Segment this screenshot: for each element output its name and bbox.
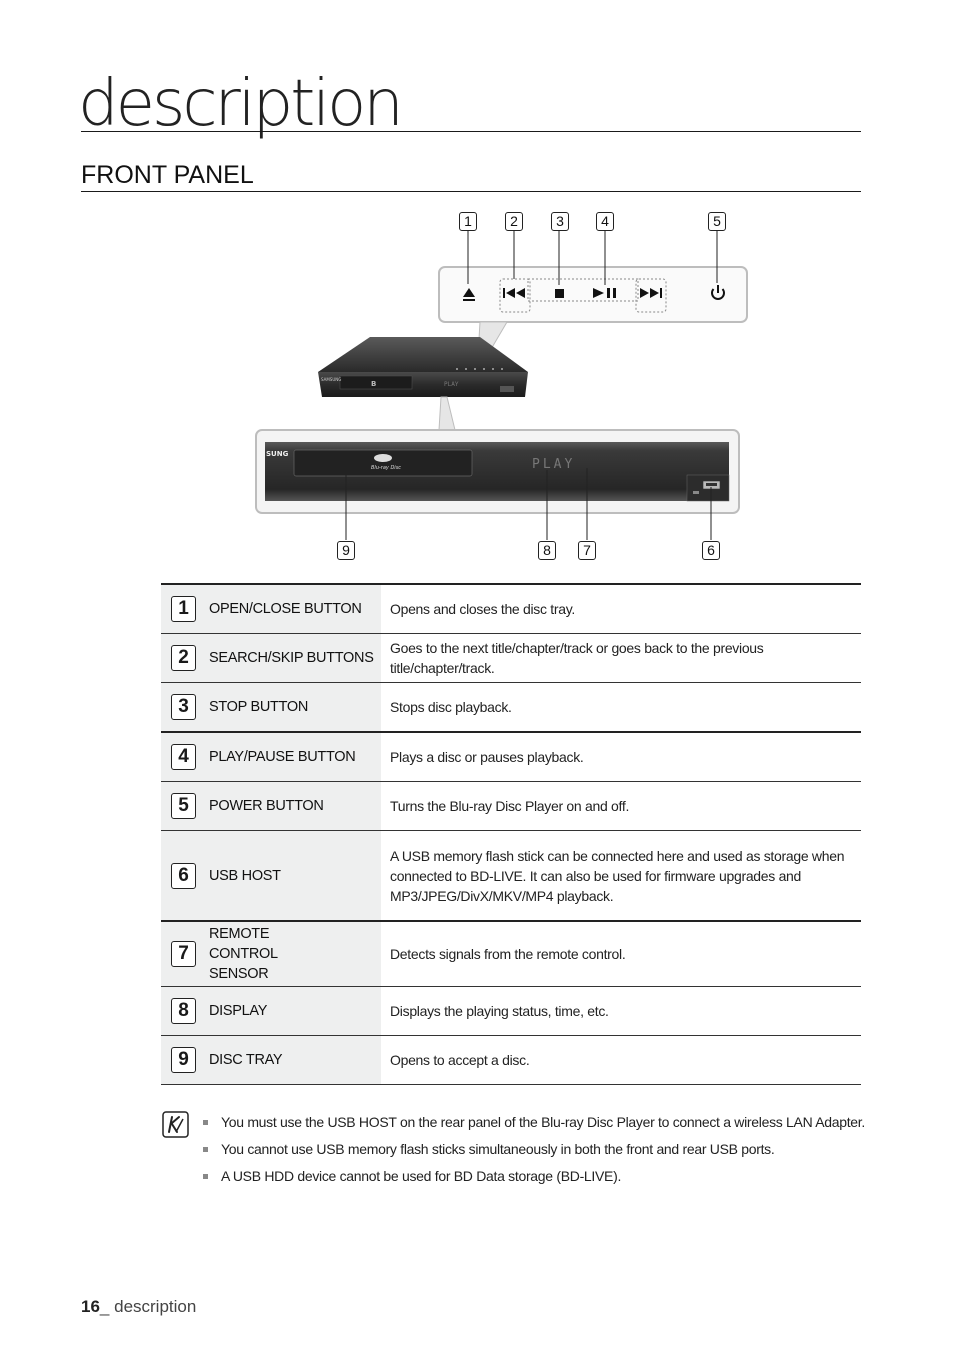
- table-row: 9 DISC TRAY Opens to accept a disc.: [161, 1036, 861, 1085]
- table-cell-name: 5 POWER BUTTON: [161, 782, 381, 830]
- bullet: [203, 1173, 208, 1179]
- item-name: SEARCH/SKIP BUTTONS: [209, 650, 374, 666]
- notes-list: You must use the USB HOST on the rear pa…: [203, 1108, 865, 1189]
- table-row: 3 STOP BUTTON Stops disc playback.: [161, 683, 861, 733]
- eject-icon: [463, 288, 475, 301]
- item-description: Displays the playing status, time, etc.: [390, 1003, 609, 1019]
- table-row: 4 PLAY/PAUSE BUTTON Plays a disc or paus…: [161, 733, 861, 782]
- item-description: Stops disc playback.: [390, 699, 512, 715]
- bullet: [203, 1146, 208, 1152]
- chapter-title-rule: [81, 131, 861, 132]
- note-text: A USB HDD device cannot be used for BD D…: [221, 1167, 622, 1184]
- footer-section: description: [114, 1297, 197, 1316]
- item-name: DISPLAY: [209, 1003, 268, 1019]
- callout-6: 6: [702, 541, 720, 560]
- table-row: 7 REMOTE CONTROL SENSOR Detects signals …: [161, 922, 861, 987]
- front-panel-illustration: B PLAY SAMSUNG Blu-ray Disc SUNG PLAY: [255, 230, 748, 540]
- item-description: A USB memory flash stick can be connecte…: [390, 847, 845, 904]
- stop-icon: [555, 289, 564, 298]
- table-cell-name: 3 STOP BUTTON: [161, 683, 381, 731]
- callout-2: 2: [505, 212, 523, 231]
- page-footer: 16_ description: [81, 1297, 196, 1317]
- disc-tray-slot: [293, 449, 473, 477]
- table-row: 2 SEARCH/SKIP BUTTONS Goes to the next t…: [161, 634, 861, 683]
- callout-9: 9: [337, 541, 355, 560]
- row-number: 1: [171, 596, 196, 622]
- table-row: 6 USB HOST A USB memory flash stick can …: [161, 831, 861, 922]
- chapter-title: description: [78, 67, 404, 141]
- item-name: REMOTE CONTROL SENSOR: [209, 926, 278, 982]
- item-description: Opens to accept a disc.: [390, 1052, 530, 1068]
- table-cell-name: 9 DISC TRAY: [161, 1036, 381, 1084]
- row-number: 8: [171, 998, 196, 1024]
- play-pause-icon: [593, 288, 616, 298]
- svg-text:B: B: [371, 380, 376, 388]
- row-number: 3: [171, 694, 196, 720]
- brand-text: SUNG: [266, 450, 289, 458]
- note-item: You must use the USB HOST on the rear pa…: [203, 1108, 865, 1135]
- svg-text:PLAY: PLAY: [444, 381, 459, 388]
- table-row: 8 DISPLAY Displays the playing status, t…: [161, 987, 861, 1036]
- bullet: [203, 1119, 208, 1125]
- note-icon: [162, 1111, 189, 1138]
- item-name: PLAY/PAUSE BUTTON: [209, 749, 356, 765]
- table-cell-name: 2 SEARCH/SKIP BUTTONS: [161, 634, 381, 682]
- callout-8: 8: [538, 541, 556, 560]
- table-cell-name: 7 REMOTE CONTROL SENSOR: [161, 922, 381, 986]
- section-title: FRONT PANEL: [81, 161, 254, 189]
- table-row: 1 OPEN/CLOSE BUTTON Opens and closes the…: [161, 583, 861, 634]
- note-text: You cannot use USB memory flash sticks s…: [221, 1140, 775, 1157]
- callout-4: 4: [596, 212, 614, 231]
- item-name: OPEN/CLOSE BUTTON: [209, 601, 362, 617]
- svg-text:SAMSUNG: SAMSUNG: [321, 377, 341, 382]
- table-cell-name: 6 USB HOST: [161, 831, 381, 920]
- row-number: 4: [171, 744, 196, 770]
- row-number: 2: [171, 645, 196, 671]
- player-illustration: B PLAY SAMSUNG: [318, 337, 528, 397]
- power-icon: [711, 285, 725, 300]
- item-description: Plays a disc or pauses playback.: [390, 749, 584, 765]
- note-text: You must use the USB HOST on the rear pa…: [221, 1113, 865, 1130]
- item-name: POWER BUTTON: [209, 798, 324, 814]
- item-name: STOP BUTTON: [209, 699, 309, 715]
- section-title-rule: [81, 191, 861, 192]
- item-description: Turns the Blu-ray Disc Player on and off…: [390, 798, 630, 814]
- note-item: You cannot use USB memory flash sticks s…: [203, 1135, 865, 1162]
- page-number: 16: [81, 1297, 100, 1316]
- parts-table: 1 OPEN/CLOSE BUTTON Opens and closes the…: [161, 583, 861, 1085]
- row-number: 5: [171, 793, 196, 819]
- row-number: 7: [171, 941, 196, 967]
- skip-forward-icon: [640, 288, 662, 298]
- callout-7: 7: [578, 541, 596, 560]
- bluray-logo-icon: Blu-ray Disc: [371, 454, 401, 471]
- row-number: 9: [171, 1047, 196, 1073]
- item-description: Goes to the next title/chapter/track or …: [390, 640, 764, 676]
- note-item: A USB HDD device cannot be used for BD D…: [203, 1162, 865, 1189]
- svg-text:Blu-ray Disc: Blu-ray Disc: [371, 465, 401, 471]
- footer-separator: _: [99, 1297, 115, 1316]
- row-number: 6: [171, 862, 196, 889]
- table-cell-name: 1 OPEN/CLOSE BUTTON: [161, 585, 381, 633]
- table-row: 5 POWER BUTTON Turns the Blu-ray Disc Pl…: [161, 782, 861, 831]
- table-cell-name: 8 DISPLAY: [161, 987, 381, 1035]
- callout-3: 3: [551, 212, 569, 231]
- callout-5: 5: [708, 212, 726, 231]
- table-cell-name: 4 PLAY/PAUSE BUTTON: [161, 733, 381, 781]
- skip-back-icon: [503, 288, 525, 298]
- item-name: USB HOST: [209, 867, 281, 884]
- callout-1: 1: [459, 212, 477, 231]
- item-name: DISC TRAY: [209, 1052, 283, 1068]
- item-description: Opens and closes the disc tray.: [390, 601, 575, 617]
- front-panel-diagram: B PLAY SAMSUNG Blu-ray Disc SUNG PLAY: [0, 200, 954, 570]
- item-description: Detects signals from the remote control.: [390, 946, 626, 962]
- display-text: PLAY: [532, 457, 575, 472]
